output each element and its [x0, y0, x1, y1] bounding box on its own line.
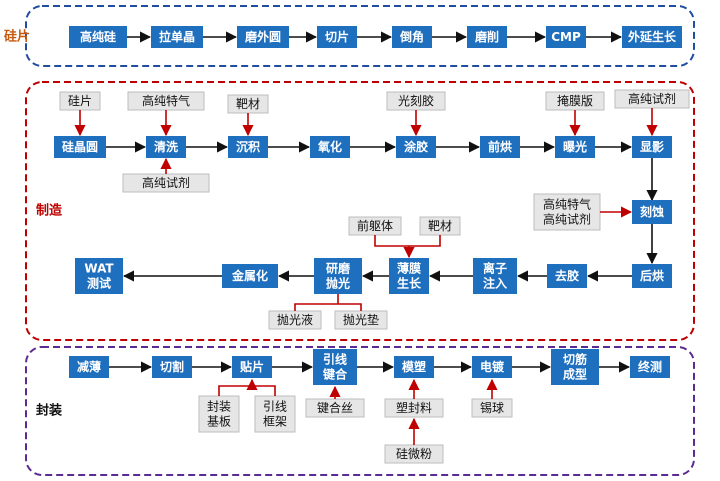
package-section — [25, 346, 695, 476]
fab-step-label: 前烘 — [488, 139, 512, 154]
fab-step — [389, 258, 429, 294]
fab-input-slurry-label: 抛光液 — [277, 312, 313, 327]
package-input-substrate-label: 封装基板 — [207, 399, 231, 428]
fab-input-pad-label: 抛光垫 — [343, 312, 379, 327]
fab-section — [25, 81, 695, 341]
wafer-step-label: 磨削 — [474, 29, 499, 44]
package-step-label: 电镀 — [480, 359, 505, 374]
package-input-leadframe-label: 引线框架 — [263, 399, 287, 428]
package-step-label: 切筋成型 — [563, 351, 587, 381]
fab-step-etch — [632, 200, 672, 224]
package-step-label: 贴片 — [240, 359, 264, 374]
package-step-label: 引线键合 — [322, 351, 348, 381]
fab-step-label: 研磨抛光 — [326, 260, 350, 290]
package-step — [551, 349, 599, 385]
fab-input-etch — [533, 193, 601, 231]
fab-step-label: 去胶 — [555, 268, 579, 283]
package-step — [152, 356, 192, 378]
wafer-step-label: 高纯硅 — [80, 29, 116, 44]
fab-step-label: 硅晶圆 — [62, 139, 98, 154]
fab-step — [555, 136, 595, 158]
fab-step — [310, 136, 350, 158]
fab-input-target-2-label: 靶材 — [428, 219, 452, 233]
package-input-silica-label: 硅微粉 — [396, 447, 432, 461]
package-input-leadframe — [254, 395, 296, 433]
fab-step-label: 离子注入 — [483, 260, 507, 290]
fab-input-clean-reagent-label: 高纯试剂 — [142, 175, 190, 190]
package-input-solderball-label: 锡球 — [480, 400, 504, 415]
package-step — [394, 356, 434, 378]
fab-input-precursor-label: 前躯体 — [357, 218, 393, 233]
fab-step-label: 清洗 — [154, 139, 178, 154]
wafer-step-label: 外延生长 — [628, 29, 677, 44]
wafer-step — [392, 26, 432, 48]
fab-step — [632, 264, 672, 288]
fab-input-wafer-label: 硅片 — [68, 94, 92, 108]
package-input-substrate — [198, 395, 240, 433]
package-step — [232, 356, 272, 378]
fab-section-label: 制造 — [36, 203, 63, 219]
fab-input-mask-label: 掩膜版 — [557, 94, 593, 108]
wafer-step — [69, 26, 127, 48]
fab-step-label: 金属化 — [231, 268, 268, 283]
package-input-mold-compound-label: 塑封料 — [396, 400, 432, 415]
fab-step — [480, 136, 520, 158]
fab-input-etch-label: 高纯特气高纯试剂 — [543, 196, 591, 226]
package-step-label: 切割 — [160, 359, 184, 374]
fab-step — [54, 136, 106, 158]
fab-step — [228, 136, 268, 158]
fab-input-target-label: 靶材 — [236, 97, 260, 111]
wafer-step-label: 倒角 — [399, 29, 424, 44]
package-step-label: 模塑 — [402, 359, 426, 374]
wafer-section — [25, 5, 695, 67]
fab-step-label: 涂胶 — [404, 139, 428, 154]
package-step — [69, 356, 109, 378]
wafer-step-label: 磨外圆 — [244, 29, 281, 44]
fab-step — [222, 264, 278, 288]
package-step — [472, 356, 512, 378]
package-step-label: 减薄 — [77, 359, 101, 374]
wafer-step-label: CMP — [551, 30, 581, 44]
input-bracket — [374, 235, 441, 247]
fab-input-photoresist-label: 光刻胶 — [398, 93, 434, 108]
package-input-bondwire-label: 键合丝 — [317, 400, 353, 415]
wafer-step — [546, 26, 586, 48]
fab-step-label: 后烘 — [640, 268, 664, 283]
fab-step-label: 显影 — [640, 139, 664, 154]
wafer-step — [317, 26, 357, 48]
fab-step-etch-label: 刻蚀 — [640, 204, 664, 219]
wafer-step-label: 拉单晶 — [159, 29, 195, 44]
fab-step — [75, 258, 123, 294]
wafer-step — [237, 26, 289, 48]
wafer-step — [622, 26, 682, 48]
fab-step-label: 沉积 — [236, 139, 260, 154]
fab-step-label: 薄膜生长 — [397, 260, 422, 290]
fab-step — [473, 258, 517, 294]
input-bracket — [218, 385, 276, 396]
package-step — [313, 349, 357, 385]
package-step-label: 终测 — [638, 359, 662, 374]
fab-step — [396, 136, 436, 158]
wafer-step — [467, 26, 507, 48]
fab-step — [547, 264, 587, 288]
fab-input-clean-gas-label: 高纯特气 — [142, 93, 190, 108]
wafer-step-label: 切片 — [325, 29, 349, 44]
wafer-step — [151, 26, 203, 48]
fab-step — [146, 136, 186, 158]
fab-step — [632, 136, 672, 158]
package-section-label: 封装 — [36, 403, 62, 419]
fab-step-label: 曝光 — [563, 139, 587, 154]
package-step — [630, 356, 670, 378]
fab-step-label: 氧化 — [317, 139, 342, 154]
input-bracket — [294, 303, 362, 311]
wafer-section-label: 硅片 — [4, 29, 30, 45]
fab-input-dev-reagent-label: 高纯试剂 — [628, 91, 676, 106]
fab-step — [314, 258, 362, 294]
